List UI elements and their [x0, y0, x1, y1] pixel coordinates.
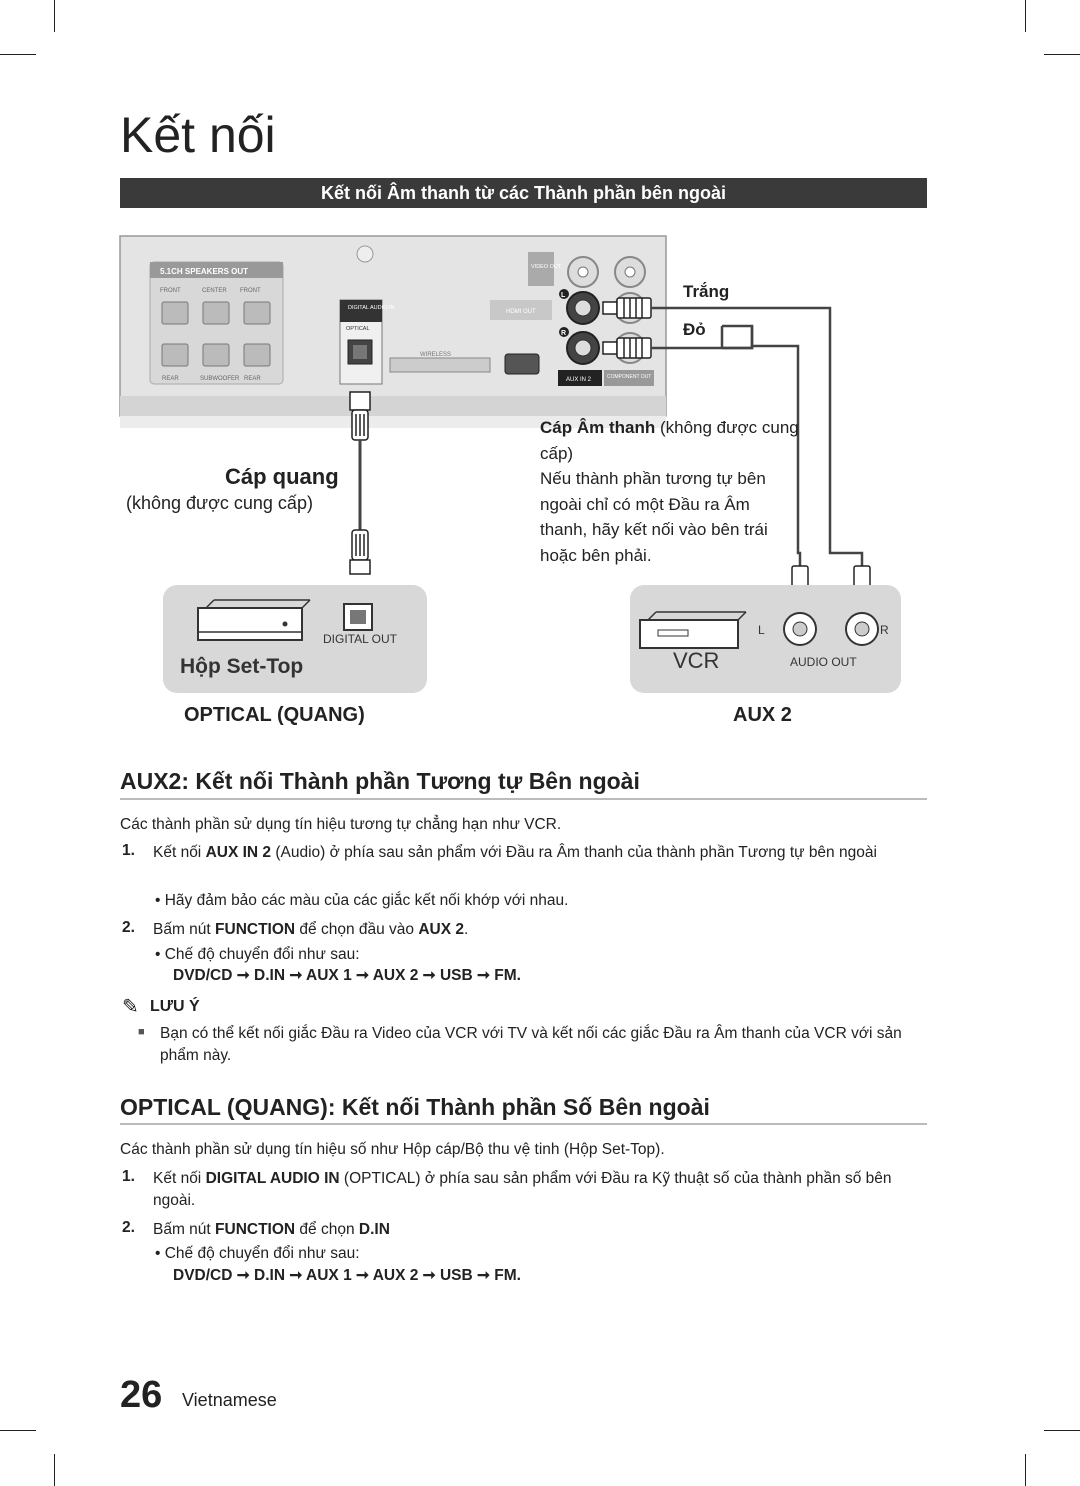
optical-cable-title: Cáp quang — [225, 464, 339, 489]
rear-label: REAR — [244, 376, 261, 382]
aux-in-2-label: AUX IN 2 — [566, 377, 592, 383]
note-pencil-icon: ✎ — [122, 996, 139, 1018]
vcr-icon — [639, 619, 739, 649]
crop-mark — [1044, 54, 1080, 55]
section-band-title: Kết nối Âm thanh từ các Thành phần bên n… — [320, 183, 727, 203]
audio-out-label: AUDIO OUT — [790, 655, 857, 669]
aux2-step1-jack: AUX IN 2 — [205, 844, 272, 861]
crop-mark — [54, 1454, 55, 1486]
component-out-label: COMPONENT OUT — [607, 374, 651, 380]
aux2-mode-sequence: DVD/CD ➞ D.IN ➞ AUX 1 ➞ AUX 2 ➞ USB ➞ FM… — [173, 967, 521, 984]
optical-port-label: OPTICAL — [346, 326, 370, 332]
optical-cable-top-plug — [349, 391, 371, 441]
l-badge: L — [561, 292, 566, 299]
vcr-label: VCR — [673, 648, 719, 673]
aux2-step2-mid: để chọn đầu vào — [295, 921, 419, 938]
optical-step2-number: 2. — [122, 1219, 135, 1236]
optical-step2-mid: để chọn — [295, 1221, 359, 1238]
settop-label: Hộp Set-Top — [180, 655, 303, 678]
white-cable-label: Trắng — [683, 282, 730, 301]
crop-mark — [1044, 1430, 1080, 1431]
front-label: FRONT — [240, 288, 261, 294]
audio-cable-line5: hoặc bên phải. — [540, 545, 652, 565]
optical-cable-bottom-plug — [349, 529, 371, 575]
optical-intro: Các thành phần sử dụng tín hiệu số như H… — [120, 1141, 665, 1158]
section-band: Kết nối Âm thanh từ các Thành phần bên n… — [120, 178, 927, 208]
crop-mark — [0, 1430, 36, 1431]
vcr-r-label: R — [880, 623, 889, 637]
optical-function-key: FUNCTION — [215, 1221, 296, 1238]
aux2-step2-bullet-text: Chế độ chuyển đổi như sau: — [164, 946, 360, 963]
aux2-divider — [120, 798, 927, 800]
rear-label: REAR — [162, 376, 179, 382]
front-label: FRONT — [160, 288, 181, 294]
optical-step2-bullet: • Chế độ chuyển đổi như sau: — [155, 1245, 360, 1262]
speakers-out-label: 5.1CH SPEAKERS OUT — [160, 267, 248, 276]
crop-mark — [0, 54, 36, 55]
audio-cable-line2: Nếu thành phần tương tự bên — [540, 469, 766, 488]
aux2-step2-bullet: • Chế độ chuyển đổi như sau: — [155, 946, 360, 963]
optical-step1-text: Kết nối — [153, 1170, 206, 1187]
page-title: Kết nối — [120, 107, 276, 163]
center-label: CENTER — [202, 288, 227, 294]
optical-caption: OPTICAL (QUANG) — [184, 704, 365, 726]
r-badge: R — [561, 330, 566, 337]
digital-out-jack — [343, 603, 373, 631]
aux2-heading: AUX2: Kết nối Thành phần Tương tự Bên ng… — [120, 768, 640, 794]
aux2-step2-end: . — [464, 921, 469, 938]
aux2-step1: Kết nối AUX IN 2 (Audio) ở phía sau sản … — [153, 842, 918, 864]
aux2-step1-number: 1. — [122, 842, 135, 859]
optical-step2-input: D.IN — [358, 1221, 390, 1238]
audio-cable-line4: thanh, hãy kết nối vào bên trái — [540, 520, 768, 539]
optical-step1-rest: (OPTICAL) ở phía sau sản phẩm với Đầu ra… — [153, 1170, 892, 1210]
rca-plug-red — [602, 337, 652, 359]
optical-divider — [120, 1123, 927, 1125]
crop-mark — [54, 0, 55, 32]
aux2-step1-bullet-text: Hãy đảm bảo các màu của các giắc kết nối… — [164, 892, 569, 909]
aux2-step1-rest: (Audio) ở phía sau sản phẩm với Đầu ra Â… — [271, 844, 877, 861]
note-square-icon: ■ — [138, 1026, 145, 1038]
optical-step2: Bấm nút FUNCTION để chọn D.IN — [153, 1219, 918, 1241]
optical-step2-text: Bấm nút — [153, 1221, 216, 1238]
crop-mark — [1025, 0, 1026, 32]
optical-step1: Kết nối DIGITAL AUDIO IN (OPTICAL) ở phí… — [153, 1168, 918, 1213]
note-title: LƯU Ý — [150, 998, 200, 1015]
optical-heading: OPTICAL (QUANG): Kết nối Thành phần Số B… — [120, 1094, 710, 1120]
aux2-step2: Bấm nút FUNCTION để chọn đầu vào AUX 2. — [153, 919, 918, 941]
audio-cable-note: Cáp Âm thanh (không được cung cấp) Nếu t… — [540, 415, 800, 568]
aux2-step1-bullet: • Hãy đảm bảo các màu của các giắc kết n… — [155, 892, 569, 909]
hdmi-out-label: HDMI OUT — [506, 309, 536, 315]
crop-mark — [1025, 1454, 1026, 1486]
language-label: Vietnamese — [182, 1390, 277, 1410]
page-number: 26 — [120, 1374, 163, 1416]
aux2-function-key: FUNCTION — [215, 921, 296, 938]
vcr-l-label: L — [758, 623, 765, 637]
aux2-step1-text: Kết nối — [153, 844, 206, 861]
digital-out-label: DIGITAL OUT — [323, 632, 398, 646]
red-cable-label: Đỏ — [683, 320, 706, 339]
note-text: Bạn có thể kết nối giắc Đầu ra Video của… — [160, 1025, 902, 1064]
aux2-step2-input: AUX 2 — [418, 921, 465, 938]
audio-cable-not-supplied: (không được cung cấp) — [540, 418, 799, 463]
optical-step1-number: 1. — [122, 1168, 135, 1185]
audio-cable-title: Cáp Âm thanh — [540, 418, 656, 437]
optical-mode-sequence: DVD/CD ➞ D.IN ➞ AUX 1 ➞ AUX 2 ➞ USB ➞ FM… — [173, 1267, 521, 1284]
aux2-step2-number: 2. — [122, 919, 135, 936]
optical-step1-jack: DIGITAL AUDIO IN — [205, 1170, 340, 1187]
digital-audio-in-label: DIGITAL AUDIO IN — [348, 305, 394, 311]
audio-cable-line3: ngoài chỉ có một Đầu ra Âm — [540, 494, 750, 514]
optical-cable-note: (không được cung cấp) — [126, 493, 313, 513]
hdmi-port — [504, 353, 540, 375]
aux2-intro: Các thành phần sử dụng tín hiệu tương tự… — [120, 816, 562, 833]
aux2-step2-text: Bấm nút — [153, 921, 216, 938]
connection-diagram: 5.1CH SPEAKERS OUT FRONT CENTER FRONT RE… — [119, 235, 901, 693]
optical-step2-bullet-text: Chế độ chuyển đổi như sau: — [164, 1245, 360, 1262]
wireless-label: WIRELESS — [420, 352, 451, 358]
video-out-label: VIDEO OUT — [531, 264, 562, 270]
aux-caption: AUX 2 — [733, 704, 792, 726]
subwoofer-label: SUBWOOFER — [200, 376, 240, 382]
